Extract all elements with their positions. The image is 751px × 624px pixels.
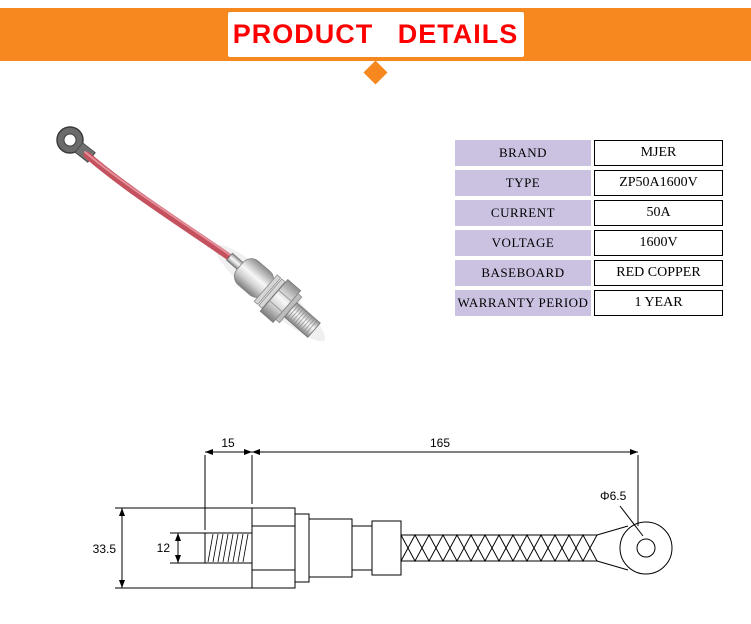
height-dimension-arrows (119, 508, 125, 588)
dim-stud-diameter: 12 (157, 541, 171, 555)
diode-outline (204, 507, 673, 589)
spec-table: BRAND MJER TYPE ZP50A1600V CURRENT 50A V… (455, 140, 723, 320)
spec-label-brand: BRAND (455, 140, 591, 166)
banner: PRODUCT DETAILS (0, 8, 751, 61)
table-row: TYPE ZP50A1600V (455, 170, 723, 196)
page-title: PRODUCT DETAILS (232, 19, 519, 49)
product-photo (56, 126, 326, 342)
spec-label-current: CURRENT (455, 200, 591, 226)
banner-diamond-icon (363, 60, 388, 85)
height-dimension-lines (115, 507, 256, 589)
spec-value-brand: MJER (594, 140, 723, 166)
table-row: CURRENT 50A (455, 200, 723, 226)
table-row: VOLTAGE 1600V (455, 230, 723, 256)
dim-total-length: 165 (430, 436, 450, 450)
dim-hole-diameter: Φ6.5 (600, 489, 627, 503)
spec-value-current: 50A (594, 200, 723, 226)
dim-stud-length: 15 (221, 436, 235, 450)
spec-value-voltage: 1600V (594, 230, 723, 256)
spec-value-type: ZP50A1600V (594, 170, 723, 196)
top-dimension-lines (204, 451, 639, 530)
red-wire (83, 151, 236, 263)
dim-body-height: 33.5 (93, 542, 117, 556)
table-row: BRAND MJER (455, 140, 723, 166)
technical-drawing: 15 165 33.5 12 Φ6.5 (93, 436, 673, 589)
stud-dimension-arrows (175, 533, 181, 563)
spec-value-baseboard: RED COPPER (594, 260, 723, 286)
spec-label-voltage: VOLTAGE (455, 230, 591, 256)
top-dimension-arrows (205, 449, 638, 455)
spec-value-warranty: 1 YEAR (594, 290, 723, 316)
banner-title-box: PRODUCT DETAILS (227, 12, 524, 57)
spec-label-baseboard: BASEBOARD (455, 260, 591, 286)
spec-label-warranty: WARRANTY PERIOD (455, 290, 591, 316)
table-row: BASEBOARD RED COPPER (455, 260, 723, 286)
spec-label-type: TYPE (455, 170, 591, 196)
table-row: WARRANTY PERIOD 1 YEAR (455, 290, 723, 316)
stud-dimension-lines (170, 532, 206, 564)
diode-body (225, 252, 321, 338)
hole-leader-line (619, 505, 644, 537)
